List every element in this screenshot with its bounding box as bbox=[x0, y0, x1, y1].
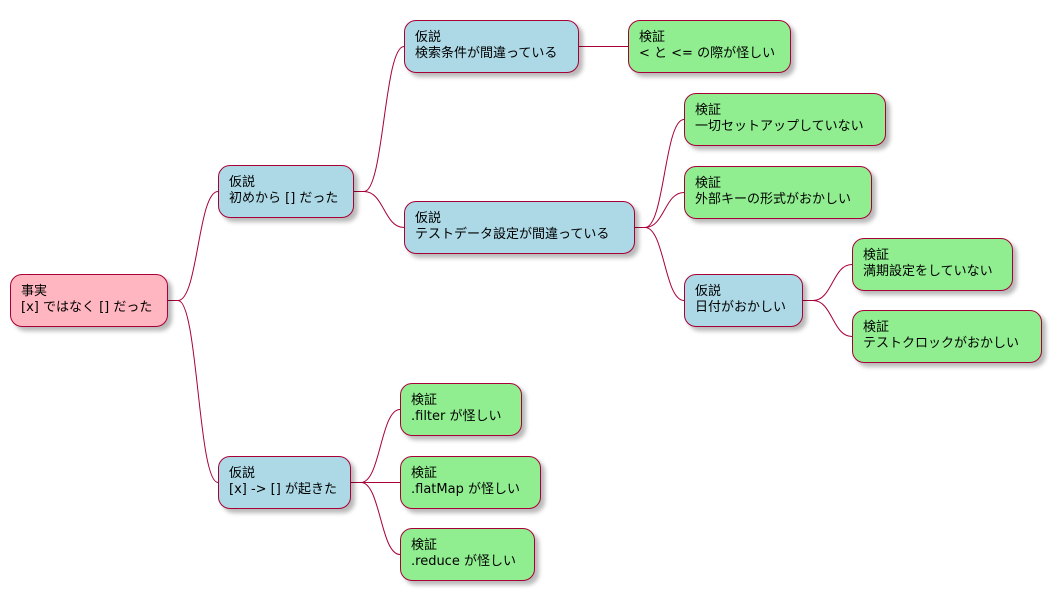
verification-node-flatmap: 検証 .flatMap が怪しい bbox=[400, 456, 541, 509]
connector-root-h1 bbox=[168, 191, 219, 301]
hypothesis-node-test-data: 仮説 テストデータ設定が間違っている bbox=[404, 201, 635, 254]
node-text: < と <= の際が怪しい bbox=[639, 46, 776, 61]
fact-node-root: 事実 [x] ではなく [] だった bbox=[10, 274, 168, 327]
node-text: [x] ではなく [] だった bbox=[21, 300, 153, 315]
node-kind-label: 検証 bbox=[411, 393, 438, 408]
connector-h1b3-v4 bbox=[803, 264, 853, 301]
node-kind-label: 検証 bbox=[863, 320, 890, 335]
node-text: 外部キーの形式がおかしい bbox=[695, 192, 852, 207]
verification-node-reduce: 検証 .reduce が怪しい bbox=[400, 528, 535, 581]
node-kind-label: 事実 bbox=[21, 284, 48, 299]
node-text: テストクロックがおかしい bbox=[863, 336, 1020, 351]
hypothesis-node-initially-empty: 仮説 初めから [] だった bbox=[218, 165, 354, 218]
verification-node-test-clock: 検証 テストクロックがおかしい bbox=[852, 310, 1042, 363]
node-text: 一切セットアップしていない bbox=[695, 119, 864, 134]
node-kind-label: 検証 bbox=[695, 176, 722, 191]
connector-h1b-h1b3 bbox=[635, 227, 685, 301]
node-kind-label: 仮説 bbox=[229, 175, 256, 190]
connector-h1-h1a bbox=[354, 46, 405, 192]
node-kind-label: 仮説 bbox=[695, 284, 722, 299]
connector-h1-h1b bbox=[354, 191, 405, 228]
connector-h1b-v2 bbox=[635, 119, 685, 228]
node-text: 初めから [] だった bbox=[229, 191, 339, 206]
connector-h1b3-v5 bbox=[803, 300, 853, 337]
node-kind-label: 仮説 bbox=[415, 30, 442, 45]
verification-node-boundary: 検証 < と <= の際が怪しい bbox=[628, 20, 791, 73]
node-kind-label: 検証 bbox=[863, 248, 890, 263]
node-kind-label: 仮説 bbox=[415, 211, 442, 226]
verification-node-expiry: 検証 満期設定をしていない bbox=[852, 238, 1013, 291]
node-kind-label: 検証 bbox=[411, 466, 438, 481]
node-text: 検索条件が間違っている bbox=[415, 46, 558, 61]
connector-h2-v6 bbox=[351, 409, 401, 483]
connector-root-h2 bbox=[168, 300, 219, 483]
hypothesis-node-x-to-empty: 仮説 [x] -> [] が起きた bbox=[218, 456, 351, 509]
verification-node-filter: 検証 .filter が怪しい bbox=[400, 383, 522, 436]
node-text: .reduce が怪しい bbox=[411, 554, 516, 569]
node-text: 日付がおかしい bbox=[695, 300, 787, 315]
node-kind-label: 検証 bbox=[411, 538, 438, 553]
node-text: テストデータ設定が間違っている bbox=[415, 227, 610, 242]
connector-h2-v8 bbox=[351, 482, 401, 555]
verification-node-no-setup: 検証 一切セットアップしていない bbox=[684, 93, 886, 146]
node-kind-label: 仮説 bbox=[229, 466, 256, 481]
node-text: 満期設定をしていない bbox=[863, 264, 993, 279]
hypothesis-node-search-condition: 仮説 検索条件が間違っている bbox=[404, 20, 579, 73]
verification-node-foreign-key: 検証 外部キーの形式がおかしい bbox=[684, 166, 872, 219]
node-kind-label: 検証 bbox=[695, 103, 722, 118]
node-text: .filter が怪しい bbox=[411, 409, 502, 424]
node-text: [x] -> [] が起きた bbox=[229, 482, 337, 497]
node-kind-label: 検証 bbox=[639, 30, 666, 45]
hypothesis-node-date: 仮説 日付がおかしい bbox=[684, 274, 803, 327]
node-text: .flatMap が怪しい bbox=[411, 482, 520, 497]
